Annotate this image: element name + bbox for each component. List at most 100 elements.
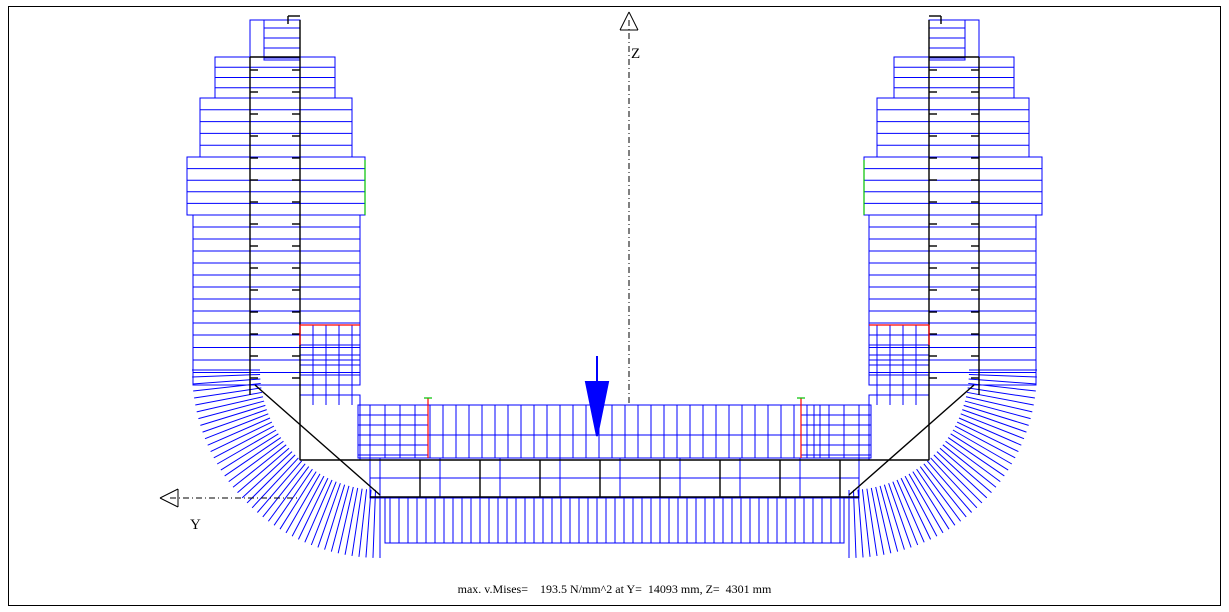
bilge-element [919, 466, 962, 522]
z-axis-label: Z [631, 46, 641, 62]
bilge-element [202, 409, 267, 433]
bilge-element [291, 475, 325, 537]
y-axis-label: Y [190, 517, 201, 533]
bilge-element [204, 413, 269, 440]
bilge-element [963, 404, 1029, 426]
bilge-element [960, 413, 1025, 440]
bilge-element [256, 460, 303, 513]
bilge-element [317, 483, 341, 548]
bilge-element [875, 486, 892, 554]
bilge-element [939, 447, 992, 494]
bilge-element [965, 396, 1033, 413]
bilge-element [262, 463, 306, 518]
bilge-element [267, 466, 310, 522]
bilge-element [930, 457, 978, 509]
hopper-block [357, 404, 429, 459]
bilge-element [237, 447, 290, 494]
z-axis-arrow [619, 11, 630, 31]
bilge-element [912, 471, 950, 530]
bilge-element [857, 489, 864, 558]
bilge-element [210, 421, 273, 453]
bilge-element [358, 489, 368, 557]
bilge-element [861, 489, 871, 557]
element-mesh [186, 19, 1043, 558]
bilge-element [870, 487, 885, 555]
structural-lines [249, 15, 980, 498]
bilge-element [351, 488, 363, 556]
bilge-element [896, 479, 925, 543]
bilge-element [888, 483, 912, 548]
bilge-element [216, 429, 277, 465]
bilge-element [968, 378, 1037, 385]
bilge-element [923, 463, 967, 518]
bilge-element [198, 400, 265, 420]
bilge-element [365, 489, 372, 558]
bilge-element [879, 485, 899, 552]
bilge-plate [848, 384, 975, 496]
bilge-element [251, 457, 299, 509]
bilge-element [916, 468, 956, 526]
bilge-element [213, 425, 275, 459]
bilge-element [900, 477, 932, 540]
side-strake [186, 156, 366, 216]
bilge-element [279, 471, 317, 530]
bilge-element [224, 437, 282, 477]
bilge-element [324, 484, 346, 550]
side-strake [192, 274, 361, 336]
bilge-element [297, 477, 329, 540]
bilge-element [942, 444, 997, 488]
bilge-plate [254, 384, 381, 496]
bilge-element [220, 433, 279, 471]
bilge-element [344, 487, 359, 555]
side-strake [192, 214, 361, 276]
bilge-element [196, 396, 264, 413]
bilge-element [304, 479, 333, 543]
bilge-element [192, 373, 261, 378]
side-strake [868, 214, 1037, 276]
bilge-element [958, 417, 1022, 446]
side-strake [868, 274, 1037, 336]
bilge-element [192, 378, 261, 385]
bilge-element [337, 486, 354, 554]
bilge-element [852, 489, 857, 558]
bilge-element [926, 460, 973, 513]
bilge-element [228, 440, 284, 483]
bilge-element [246, 454, 296, 504]
bilge-element [945, 440, 1001, 483]
bilge-element [954, 425, 1016, 459]
bilge-element [207, 417, 271, 446]
bilge-element [968, 373, 1037, 378]
bilge-element [866, 488, 878, 556]
bilge-element [310, 481, 337, 546]
bilge-element [883, 484, 905, 550]
double-bottom-upper [359, 404, 870, 461]
bilge-element [933, 454, 983, 504]
hopper-block [800, 404, 872, 459]
bilge-element [330, 485, 350, 552]
side-strake [199, 97, 353, 158]
highlighted-elements [299, 160, 930, 458]
upper-trunk [928, 19, 966, 61]
bilge-element [956, 421, 1019, 453]
bilge-element [285, 473, 321, 534]
bilge-element [947, 437, 1005, 477]
bilge-element [936, 451, 988, 499]
bilge-element [966, 391, 1034, 406]
bilge-element [904, 475, 938, 537]
bilge-element [892, 481, 919, 546]
z-axis-arrow [628, 11, 639, 31]
coordinate-axes [159, 11, 639, 508]
bilge-element [372, 489, 377, 558]
upper-trunk [263, 19, 301, 61]
bilge-element [962, 409, 1027, 433]
bilge-element [950, 433, 1009, 471]
bilge-element [273, 468, 313, 526]
down-arrow-icon [584, 356, 610, 437]
bilge-element [952, 429, 1013, 465]
bilge-element [195, 391, 263, 406]
bilge-element [241, 451, 293, 499]
bilge-element [200, 404, 266, 426]
status-readout: max. v.Mises= 193.5 N/mm^2 at Y= 14093 m… [457, 582, 772, 596]
y-axis-arrow [159, 497, 179, 508]
